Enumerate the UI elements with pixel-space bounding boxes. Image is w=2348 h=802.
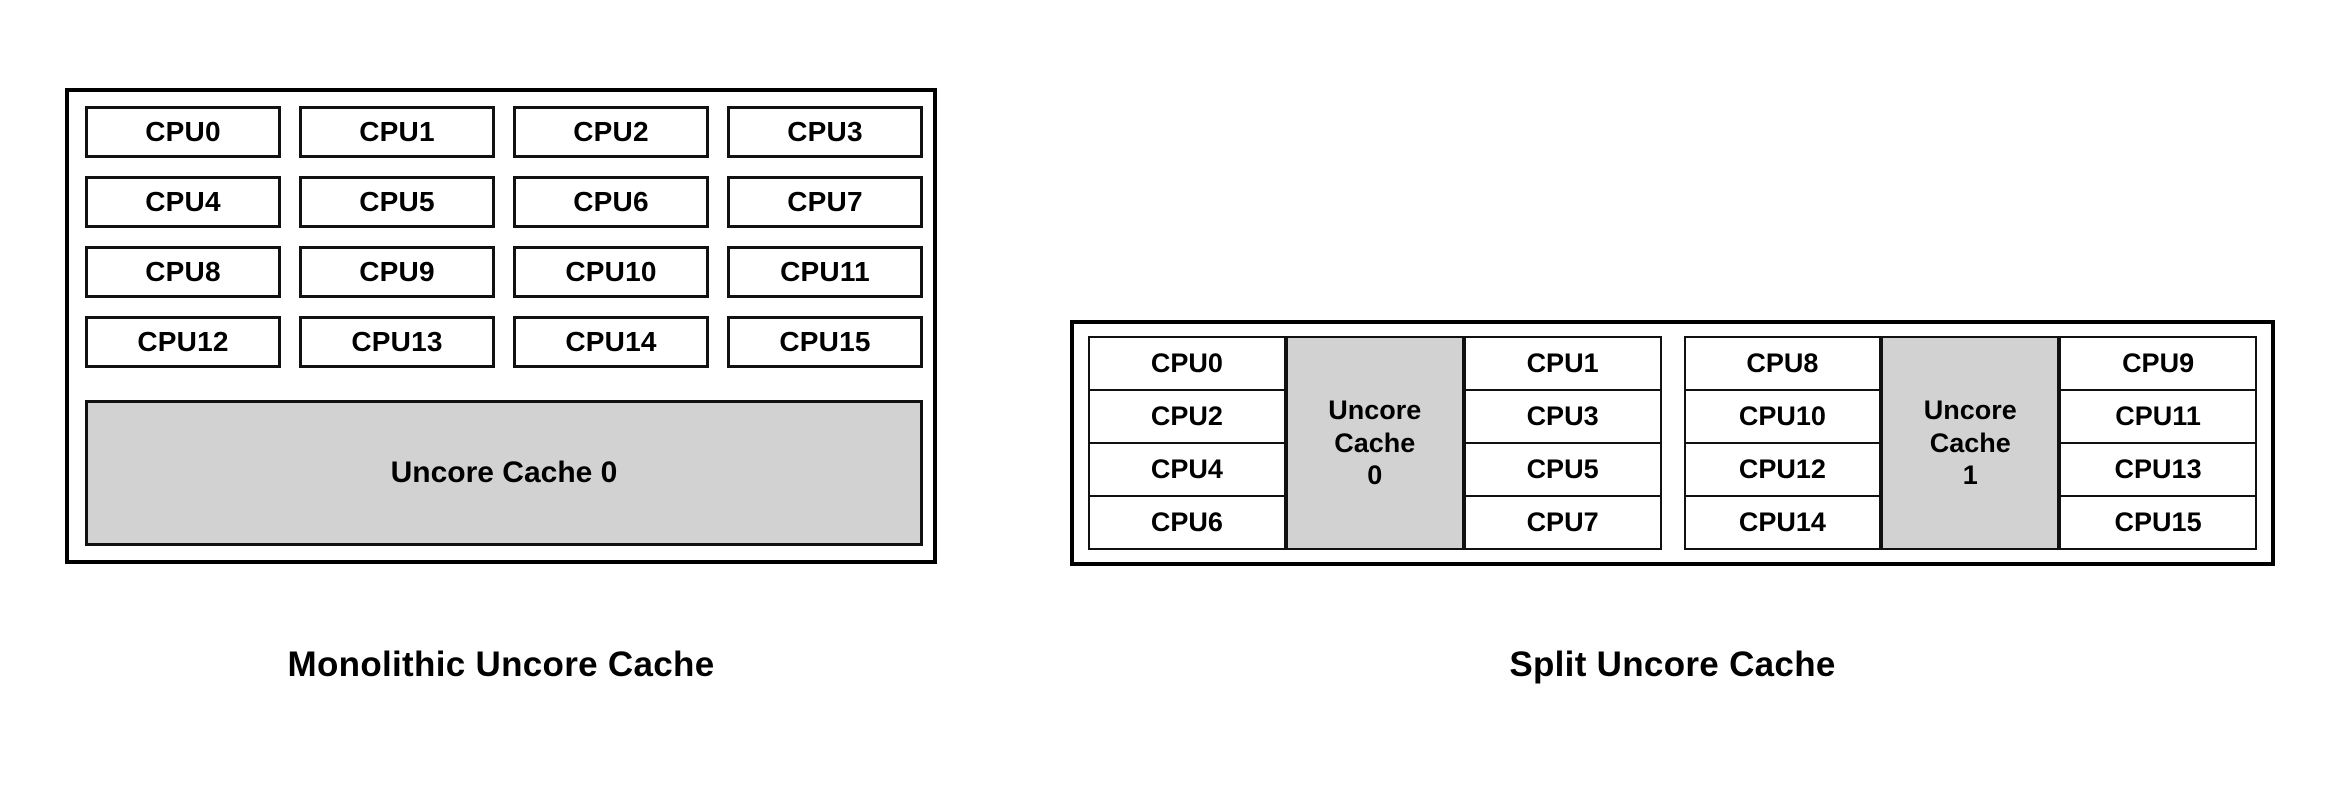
cpu-box: CPU15 <box>727 316 923 368</box>
cpu-cell: CPU8 <box>1683 336 1882 391</box>
cpu-cell: CPU12 <box>1683 442 1882 497</box>
cpu-box: CPU12 <box>85 316 281 368</box>
cpu-box: CPU10 <box>513 246 709 298</box>
cpu-cell: CPU10 <box>1683 389 1882 444</box>
cpu-cell: CPU6 <box>1088 495 1286 550</box>
uncore-cache-line: Cache <box>1929 427 2011 458</box>
cluster: CPU0 CPU2 CPU4 CPU6 Uncore Cache 0 CPU1 … <box>1088 336 1662 550</box>
cpu-box: CPU14 <box>513 316 709 368</box>
cpu-box: CPU8 <box>85 246 281 298</box>
cpu-column-left: CPU0 CPU2 CPU4 CPU6 <box>1088 336 1286 550</box>
cpu-cell: CPU0 <box>1088 336 1286 391</box>
cpu-column-left: CPU8 CPU10 CPU12 CPU14 <box>1683 336 1882 550</box>
split-uncore-cache-diagram: CPU0 CPU2 CPU4 CPU6 Uncore Cache 0 CPU1 … <box>1070 320 2275 566</box>
cpu-box: CPU13 <box>299 316 495 368</box>
cpu-box: CPU5 <box>299 176 495 228</box>
cpu-box: CPU11 <box>727 246 923 298</box>
cpu-cell: CPU1 <box>1463 336 1662 391</box>
monolithic-cpu-grid: CPU0 CPU1 CPU2 CPU3 CPU4 CPU5 CPU6 CPU7 … <box>85 106 923 368</box>
uncore-cache-block: Uncore Cache 0 <box>85 400 923 546</box>
cpu-box: CPU4 <box>85 176 281 228</box>
cpu-cell: CPU7 <box>1463 495 1662 550</box>
caption-split: Split Uncore Cache <box>1509 645 1836 684</box>
split-clusters: CPU0 CPU2 CPU4 CPU6 Uncore Cache 0 CPU1 … <box>1088 336 2257 550</box>
uncore-cache-line: Uncore <box>1328 394 1422 425</box>
cpu-cell: CPU9 <box>2059 336 2257 391</box>
uncore-cache-block: Uncore Cache 0 <box>1285 336 1464 550</box>
cpu-column-right: CPU9 CPU11 CPU13 CPU15 <box>2059 336 2257 550</box>
monolithic-uncore-cache-diagram: CPU0 CPU1 CPU2 CPU3 CPU4 CPU5 CPU6 CPU7 … <box>65 88 937 564</box>
cpu-cell: CPU15 <box>2059 495 2257 550</box>
cpu-box: CPU6 <box>513 176 709 228</box>
uncore-cache-line: 1 <box>1962 460 1978 491</box>
cpu-cell: CPU14 <box>1683 495 1882 550</box>
cpu-box: CPU1 <box>299 106 495 158</box>
cpu-box: CPU9 <box>299 246 495 298</box>
cpu-cell: CPU13 <box>2059 442 2257 497</box>
uncore-cache-line: 0 <box>1367 460 1383 491</box>
cpu-cell: CPU4 <box>1088 442 1286 497</box>
cpu-box: CPU2 <box>513 106 709 158</box>
cpu-box: CPU7 <box>727 176 923 228</box>
cpu-cell: CPU11 <box>2059 389 2257 444</box>
cpu-cell: CPU5 <box>1463 442 1662 497</box>
cpu-box: CPU0 <box>85 106 281 158</box>
cpu-cell: CPU2 <box>1088 389 1286 444</box>
cpu-column-right: CPU1 CPU3 CPU5 CPU7 <box>1463 336 1662 550</box>
caption-monolithic: Monolithic Uncore Cache <box>287 645 715 684</box>
cpu-box: CPU3 <box>727 106 923 158</box>
uncore-cache-line: Uncore <box>1923 394 2017 425</box>
cpu-cell: CPU3 <box>1463 389 1662 444</box>
uncore-cache-block: Uncore Cache 1 <box>1881 336 2060 550</box>
cluster: CPU8 CPU10 CPU12 CPU14 Uncore Cache 1 CP… <box>1683 336 2257 550</box>
uncore-cache-line: Cache <box>1334 427 1416 458</box>
